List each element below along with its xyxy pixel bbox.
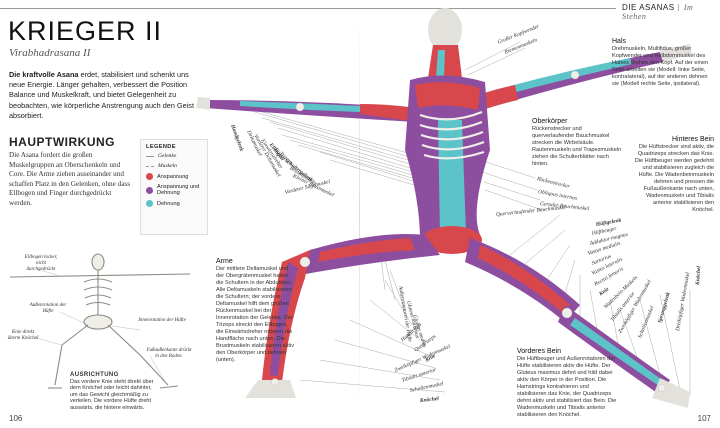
front-foot <box>245 380 296 398</box>
info-hinteres-bein: Hinteres Bein Die Hüftstrecker sind akti… <box>634 136 714 213</box>
neck <box>428 45 462 78</box>
purple-dot-icon <box>146 186 153 194</box>
info-oberkoerper: Oberkörper Rückenstrecker und querverlau… <box>532 118 622 167</box>
front-calf <box>270 262 298 376</box>
legend-joints: Gelenke <box>146 153 202 159</box>
sm-label-knie: Knie direkt überm Knöchel <box>7 330 39 341</box>
ausrichtung-box: AUSRICHTUNG Das vordere Knie steht direk… <box>70 372 154 411</box>
legend-contract-stretch: Anspannung und Dehnung <box>146 184 202 196</box>
legend-contract: Anspannung <box>146 173 202 180</box>
hauptwirkung-heading: HAUPTWIRKUNG <box>9 135 115 149</box>
sm-label-aussenrotation: Außenrotation der Hüfte <box>29 303 67 314</box>
head <box>428 8 462 52</box>
page-number-left: 106 <box>9 414 23 423</box>
skeleton-leaders <box>35 269 167 384</box>
right-deltoid <box>478 85 518 110</box>
pelvis <box>422 226 482 254</box>
header-rule <box>0 8 616 9</box>
left-hand <box>196 97 210 110</box>
red-dot-icon <box>146 173 153 180</box>
dash-swatch-icon <box>146 165 154 167</box>
page-subtitle: Virabhadrasana II <box>9 47 91 59</box>
right-hand <box>660 44 692 62</box>
section-label: DIE ASANAS |Im Stehen <box>622 3 694 21</box>
neck-stretch <box>436 50 445 78</box>
info-arme: Arme Der mittlere Deltamuskel und der Ob… <box>216 258 295 363</box>
info-hals: Hals Drehmuskeln, Multifidus, großer Kop… <box>612 38 709 87</box>
line-swatch-icon <box>146 155 154 157</box>
page-title: KRIEGER II <box>8 16 163 46</box>
back-quadriceps <box>478 245 570 312</box>
hauptwirkung-text: Die Asana fordert die großen Muskelgrupp… <box>9 151 131 207</box>
legend-stretch: Dehnung <box>146 200 202 207</box>
teal-dot-icon <box>146 200 153 207</box>
sm-label-innenrotation: Innenrotation der Hüfte <box>138 318 186 323</box>
chest <box>415 82 480 110</box>
page-number-right: 107 <box>697 414 711 423</box>
legend-box: LEGENDE Gelenke Muskeln Anspannung Anspa… <box>140 139 208 235</box>
book-gutter <box>359 14 360 414</box>
intro-text: Die kraftvolle Asana erdet, stabilisiert… <box>9 70 194 120</box>
left-deltoid <box>360 104 418 122</box>
skeleton-figure <box>9 253 191 389</box>
page-header: DIE ASANAS |Im Stehen <box>0 0 720 21</box>
ribcage <box>419 110 485 160</box>
back-calf <box>570 318 665 388</box>
sm-label-fussaussenkante: Fußaußenkante drückt in den Boden. <box>146 348 192 359</box>
front-hamstrings <box>318 238 415 262</box>
legend-muscles: Muskeln <box>146 163 202 169</box>
sm-label-ellbogen: Ellbogen locker, nicht durchgedrückt <box>24 255 58 272</box>
legend-title: LEGENDE <box>146 144 176 150</box>
info-vorderes-bein: Vorderes Bein Die Hüftbeuger und Außenro… <box>517 348 617 418</box>
joints <box>271 70 666 392</box>
